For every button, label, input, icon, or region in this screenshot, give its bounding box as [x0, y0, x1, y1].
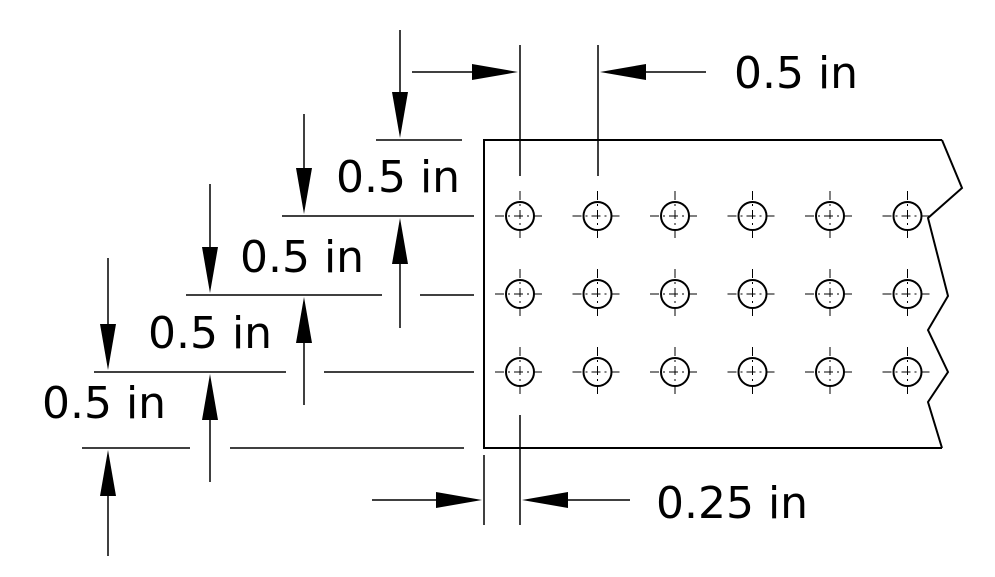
hole — [495, 191, 545, 241]
hole — [572, 191, 623, 241]
hole — [882, 347, 933, 397]
dimension-edge-to-row: 0.5 in — [42, 258, 166, 556]
dimension-edge-to-column: 0.25 in — [372, 415, 808, 529]
dimension-row-2: 0.5 in — [240, 114, 364, 405]
extension-lines — [82, 139, 474, 449]
hole — [727, 269, 778, 319]
hole — [495, 269, 545, 319]
dim-label-hole-pitch: 0.5 in — [734, 48, 858, 99]
hole — [805, 191, 855, 241]
hole — [727, 347, 778, 397]
dim-label-edge-to-row: 0.5 in — [42, 378, 166, 429]
hole — [882, 269, 933, 319]
hole — [882, 191, 933, 241]
hole — [650, 347, 700, 397]
dim-label-row-2: 0.5 in — [240, 232, 364, 283]
hole — [727, 191, 778, 241]
hole — [650, 269, 700, 319]
dimension-hole-pitch: 0.5 in — [412, 45, 858, 176]
hole — [805, 269, 855, 319]
hole-grid — [495, 191, 933, 397]
hole — [572, 347, 623, 397]
dim-label-row-3: 0.5 in — [148, 308, 272, 359]
hole — [495, 347, 545, 397]
dim-label-edge-to-column: 0.25 in — [656, 478, 808, 529]
dim-label-row-1: 0.5 in — [336, 152, 460, 203]
dimension-row-1: 0.5 in — [336, 30, 460, 328]
break-line — [926, 139, 964, 449]
hole — [572, 269, 623, 319]
hole — [805, 347, 855, 397]
hole — [650, 191, 700, 241]
plate-edge — [483, 139, 942, 449]
dimension-row-3: 0.5 in — [148, 184, 272, 482]
plate-outline — [483, 139, 964, 449]
